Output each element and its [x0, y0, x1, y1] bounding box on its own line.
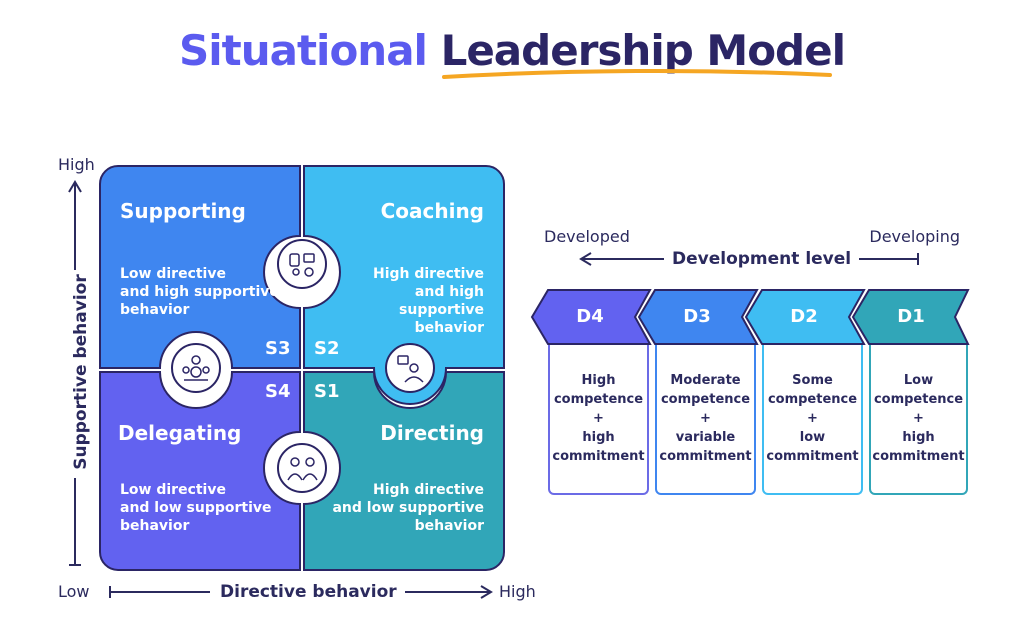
level-d3-line-4: variable	[675, 430, 736, 445]
level-d1-text: Low competence + high commitment	[871, 371, 966, 466]
mentor-icon	[277, 443, 327, 493]
level-d3-line-2: competence	[660, 392, 751, 407]
chevron-d3	[637, 289, 759, 345]
quadrant-directing	[303, 371, 505, 571]
level-d1-line-5: commitment	[872, 449, 965, 464]
level-d4-line-5: commitment	[552, 449, 645, 464]
title-part-2: Leadership Model	[440, 26, 846, 75]
level-d2-card: Some competence + low commitment	[762, 345, 863, 495]
level-d1-code: D1	[897, 306, 925, 327]
chevron-d4	[530, 289, 652, 345]
y-axis-label: Supportive behavior	[71, 274, 91, 470]
directing-desc-line-2: and low supportive	[332, 500, 484, 516]
delegating-desc-line-2: and low supportive	[120, 500, 272, 516]
directing-title: Directing	[380, 421, 484, 445]
level-d3-code: D3	[683, 306, 711, 327]
delegating-title: Delegating	[118, 421, 242, 445]
level-d3-text: Moderate competence + variable commitmen…	[657, 371, 754, 466]
x-axis-low: Low	[58, 582, 90, 601]
level-d2-line-5: commitment	[766, 449, 859, 464]
development-level-label: Development level	[664, 249, 860, 269]
supporting-desc: Low directive and high supportive behavi…	[120, 265, 279, 319]
code-s3: S3	[265, 338, 291, 359]
level-d3-line-1: Moderate	[670, 373, 741, 388]
delegating-desc-line-1: Low directive	[120, 482, 226, 498]
supporting-desc-line-2: and high supportive	[120, 284, 279, 300]
delegating-desc-line-3: behavior	[120, 518, 190, 534]
level-d4-line-4: high	[582, 430, 615, 445]
y-axis-high: High	[58, 155, 95, 174]
level-d2-line-4: low	[799, 430, 826, 445]
developed-label: Developed	[544, 227, 630, 246]
supporting-desc-line-1: Low directive	[120, 266, 226, 282]
coaching-desc-line-2: and high supportive	[399, 284, 484, 318]
level-d4-code: D4	[576, 306, 604, 327]
coaching-title: Coaching	[380, 199, 484, 223]
y-axis	[68, 180, 82, 566]
coaching-desc-line-1: High directive	[372, 266, 484, 282]
level-d2-code: D2	[790, 306, 818, 327]
delegating-desc: Low directive and low supportive behavio…	[120, 481, 272, 535]
level-d3-line-5: commitment	[659, 449, 752, 464]
coach-icon	[385, 343, 435, 393]
x-axis-high: High	[499, 582, 536, 601]
stakeholders-icon	[277, 239, 327, 289]
x-axis-label: Directive behavior	[212, 582, 405, 602]
page-title: Situational Leadership Model	[0, 26, 1024, 75]
level-d2-line-3: +	[807, 411, 818, 426]
level-d4-line-2: competence	[553, 392, 644, 407]
chevron-d1	[851, 289, 970, 345]
level-d2-text: Some competence + low commitment	[764, 371, 861, 466]
level-d2-line-1: Some	[792, 373, 833, 388]
level-d1-line-3: +	[913, 411, 924, 426]
code-s4: S4	[265, 381, 291, 402]
title-underline	[442, 68, 832, 79]
code-s1: S1	[314, 381, 340, 402]
directing-desc-line-3: behavior	[414, 518, 484, 534]
title-part-1: Situational	[179, 26, 428, 75]
level-d4-line-1: High	[581, 373, 616, 388]
x-axis	[109, 585, 493, 599]
team-icon	[171, 343, 221, 393]
chevron-d2	[744, 289, 866, 345]
level-d4-line-3: +	[593, 411, 604, 426]
supporting-title: Supporting	[120, 199, 246, 223]
level-d3-card: Moderate competence + variable commitmen…	[655, 345, 756, 495]
developing-label: Developing	[869, 227, 960, 246]
level-d2-line-2: competence	[767, 392, 858, 407]
level-d4-text: High competence + high commitment	[550, 371, 647, 466]
directing-desc: High directive and low supportive behavi…	[330, 481, 484, 535]
quadrant-supporting	[99, 165, 301, 369]
level-d4-card: High competence + high commitment	[548, 345, 649, 495]
level-d1-line-2: competence	[873, 392, 964, 407]
level-d3-line-3: +	[700, 411, 711, 426]
directing-desc-line-1: High directive	[372, 482, 484, 498]
quadrant-coaching	[303, 165, 505, 405]
level-d1-line-1: Low	[903, 373, 934, 388]
coaching-desc-line-3: behavior	[414, 320, 484, 336]
code-s2: S2	[314, 338, 340, 359]
level-d1-card: Low competence + high commitment	[869, 345, 968, 495]
level-d1-line-4: high	[902, 430, 935, 445]
quadrant-delegating	[99, 371, 301, 571]
coaching-desc: High directive and high supportive behav…	[330, 265, 484, 337]
supporting-desc-line-3: behavior	[120, 302, 190, 318]
